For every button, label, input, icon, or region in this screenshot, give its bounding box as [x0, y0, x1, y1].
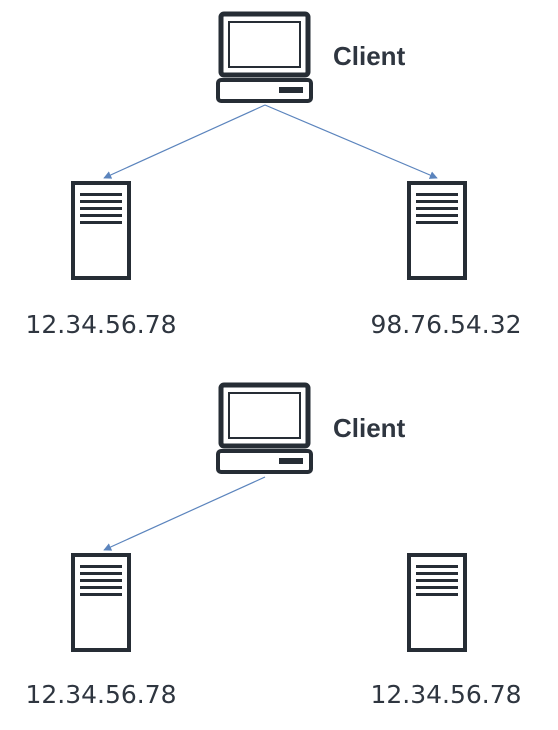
client-label: Client — [333, 41, 406, 71]
server-right-icon — [407, 553, 467, 652]
server-left-address: 12.34.56.78 — [25, 310, 176, 339]
scenario-1: Client 12.34.56.78 98.76.54.32 — [25, 11, 522, 339]
request-arrow-left — [103, 104, 266, 179]
server-left-icon — [71, 181, 131, 280]
client-computer-icon — [216, 11, 313, 103]
client-computer-icon — [216, 382, 313, 474]
server-right-address: 98.76.54.32 — [370, 310, 521, 339]
request-arrow-left — [103, 476, 266, 551]
server-left-icon — [71, 553, 131, 652]
server-right-address: 12.34.56.78 — [370, 680, 521, 709]
server-right-icon — [407, 181, 467, 280]
client-label: Client — [333, 413, 406, 443]
scenario-2: Client 12.34.56.78 12.34.56.78 — [25, 382, 522, 709]
server-left-address: 12.34.56.78 — [25, 680, 176, 709]
request-arrow-right — [264, 104, 438, 179]
